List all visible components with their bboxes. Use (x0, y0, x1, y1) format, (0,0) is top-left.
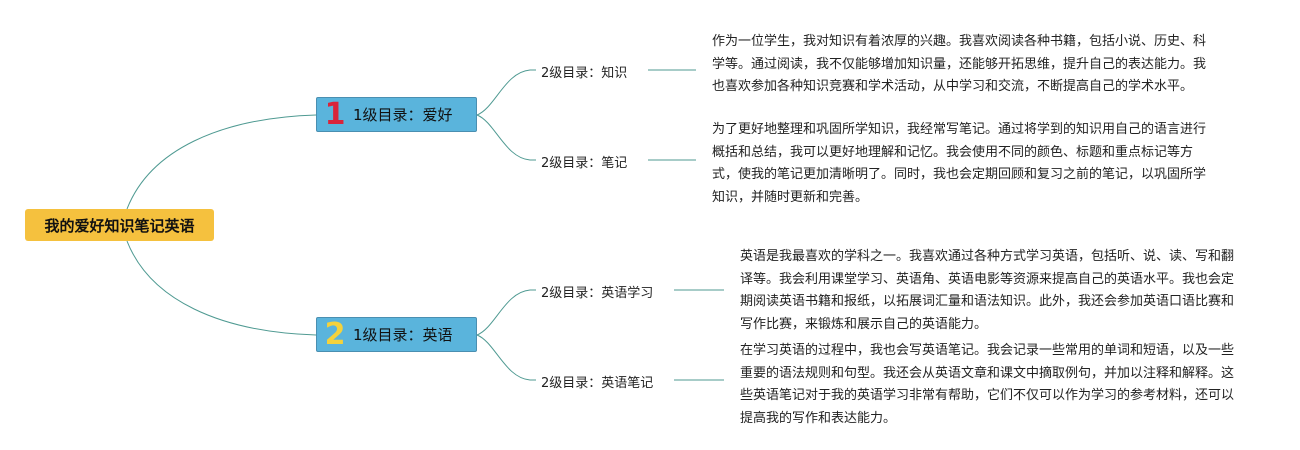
level1-label: 1级目录：英语 (353, 326, 453, 344)
root-node[interactable]: 我的爱好知识笔记英语 (25, 209, 214, 241)
level2-node-english-study[interactable]: 2级目录：英语学习 (541, 286, 654, 301)
number-one-icon: 1 (324, 96, 346, 132)
level2-node-notes[interactable]: 2级目录：笔记 (541, 156, 628, 171)
connector-l1-1-to-knowledge (476, 69, 536, 116)
level2-node-knowledge[interactable]: 2级目录：知识 (541, 66, 628, 81)
level1-node-hobby[interactable]: 1 1级目录：爱好 (316, 97, 477, 132)
connector-l1-2-to-english-notes (476, 334, 536, 381)
level1-label: 1级目录：爱好 (353, 106, 453, 124)
level1-node-english[interactable]: 2 1级目录：英语 (316, 317, 477, 352)
note-text-english-notes: 在学习英语的过程中，我也会写英语笔记。我会记录一些常用的单词和短语，以及一些重要… (740, 343, 1235, 426)
connector-root-to-l1-1 (126, 114, 317, 210)
connector-l1-2-to-english-study (476, 289, 536, 336)
note-text-english-study: 英语是我最喜欢的学科之一。我喜欢通过各种方式学习英语，包括听、说、读、写和翻译等… (740, 249, 1235, 332)
root-title: 我的爱好知识笔记英语 (44, 216, 195, 235)
note-text-notes: 为了更好地整理和巩固所学知识，我经常写笔记。通过将学到的知识用自己的语言进行概括… (712, 122, 1207, 205)
number-two-icon: 2 (324, 316, 346, 352)
connector-l1-1-to-notes (476, 114, 536, 161)
connector-root-to-l1-2 (126, 240, 317, 336)
level2-node-english-notes[interactable]: 2级目录：英语笔记 (541, 376, 654, 391)
note-text-knowledge: 作为一位学生，我对知识有着浓厚的兴趣。我喜欢阅读各种书籍，包括小说、历史、科学等… (712, 34, 1207, 94)
